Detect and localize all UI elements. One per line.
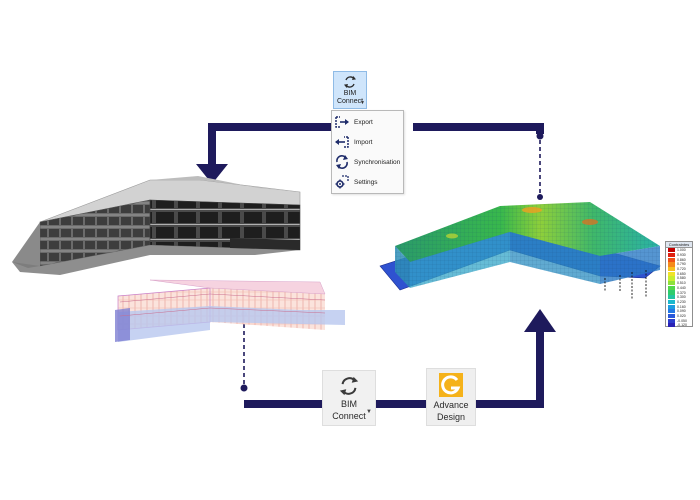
legend-row: 0.300	[666, 295, 692, 300]
menu-item-label: Settings	[354, 178, 378, 186]
legend-swatch	[668, 262, 675, 267]
legend-row: 0.930	[666, 252, 692, 258]
bim-connect-label-line1: BIM	[340, 399, 357, 409]
legend-swatch	[668, 295, 675, 300]
advance-design-logo	[439, 373, 463, 397]
legend-value: 0.160	[677, 304, 686, 309]
legend-value: 0.510	[677, 281, 686, 286]
legend-row: 0.440	[666, 285, 692, 291]
legend-value: 0.650	[677, 271, 686, 276]
legend-value: 0.090	[677, 309, 686, 314]
legend-swatch	[668, 285, 675, 290]
bim-connect-icon	[339, 376, 359, 396]
menu-item-label: Export	[354, 118, 373, 126]
bim-connect-label-line2: Connect	[332, 411, 366, 421]
arrow-head-up	[524, 309, 556, 332]
menu-item-export[interactable]: Export	[334, 113, 402, 131]
legend-swatch	[668, 309, 675, 314]
flow-line-top-left	[208, 123, 331, 166]
legend-value: 0.370	[677, 290, 686, 295]
bim-connect-button[interactable]: BIM Connect ▼	[322, 370, 376, 426]
legend-swatch	[668, 290, 675, 295]
legend-swatch	[668, 281, 675, 286]
legend-row: 0.160	[666, 304, 692, 309]
connector-dot	[537, 194, 543, 200]
legend-value: 0.720	[677, 267, 686, 272]
advance-design-label-line2: Design	[436, 412, 465, 422]
menu-item-label: Import	[354, 138, 373, 146]
legend-row: 0.230	[666, 299, 692, 305]
legend-value: 1.000	[677, 248, 686, 253]
legend-value: 0.230	[677, 299, 686, 304]
legend-swatch	[668, 257, 675, 262]
menu-item-import[interactable]: Import	[334, 133, 402, 151]
legend-row: 0.790	[666, 262, 692, 267]
legend-row: 0.370	[666, 290, 692, 295]
legend-value: -0.050	[677, 318, 687, 323]
legend-value: 0.580	[677, 276, 686, 281]
advance-design-button[interactable]: Advance Design	[426, 368, 476, 426]
synchronisation-icon	[336, 155, 348, 169]
legend-row: 0.720	[666, 267, 692, 272]
connector-dot	[240, 384, 248, 392]
legend-value: 0.790	[677, 262, 686, 267]
settings-icon	[335, 175, 349, 189]
legend-value: 0.860	[677, 257, 686, 262]
legend-swatch	[668, 318, 675, 323]
legend-row: 0.090	[666, 309, 692, 314]
legend-row: -0.120	[666, 323, 692, 328]
bim-connect-dropdown-menu: Export Import Synchronisation Settings	[331, 110, 404, 194]
legend-value: -0.120	[677, 323, 687, 328]
chevron-down-icon: ▼	[366, 409, 372, 415]
legend-row: 0.860	[666, 257, 692, 262]
import-icon	[335, 136, 349, 148]
legend-value: 0.930	[677, 253, 686, 258]
legend-swatch	[668, 313, 675, 319]
menu-item-synchronisation[interactable]: Synchronisation	[334, 153, 402, 171]
advance-design-label-line1: Advance	[433, 400, 469, 410]
legend-swatch	[668, 267, 675, 272]
menu-item-settings[interactable]: Settings	[334, 173, 402, 191]
legend-row: 0.650	[666, 271, 692, 276]
legend-swatch	[668, 271, 675, 276]
legend-row: 0.020	[666, 313, 692, 319]
bim-connect-icon	[344, 76, 356, 88]
legend-swatch	[668, 248, 675, 253]
legend-swatch	[668, 252, 675, 258]
legend-row: 0.510	[666, 281, 692, 286]
legend-swatch	[668, 304, 675, 309]
chevron-down-icon: ▼	[360, 100, 365, 106]
legend-row: 1.000	[666, 248, 692, 253]
legend-value: 0.020	[677, 313, 686, 318]
legend-swatch	[668, 299, 675, 304]
connector-dot	[536, 132, 544, 140]
bim-connect-label-line2: Connect	[336, 98, 364, 105]
legend-swatch	[668, 323, 675, 328]
flow-line-bottom-right	[476, 330, 544, 408]
arrow-head-down	[196, 164, 228, 184]
legend-row: -0.050	[666, 318, 692, 323]
legend-value: 0.440	[677, 285, 686, 290]
export-icon	[335, 116, 349, 128]
menu-item-label: Synchronisation	[354, 158, 401, 166]
legend-title: Contraintes	[666, 242, 692, 248]
bim-connect-ribbon-button[interactable]: BIM Connect ▼	[333, 71, 367, 109]
legend-value: 0.300	[677, 295, 686, 300]
flow-line-top-right	[413, 123, 544, 134]
bim-connect-label-line1: BIM	[343, 90, 357, 97]
legend-row: 0.580	[666, 276, 692, 281]
legend-swatch	[668, 276, 675, 281]
